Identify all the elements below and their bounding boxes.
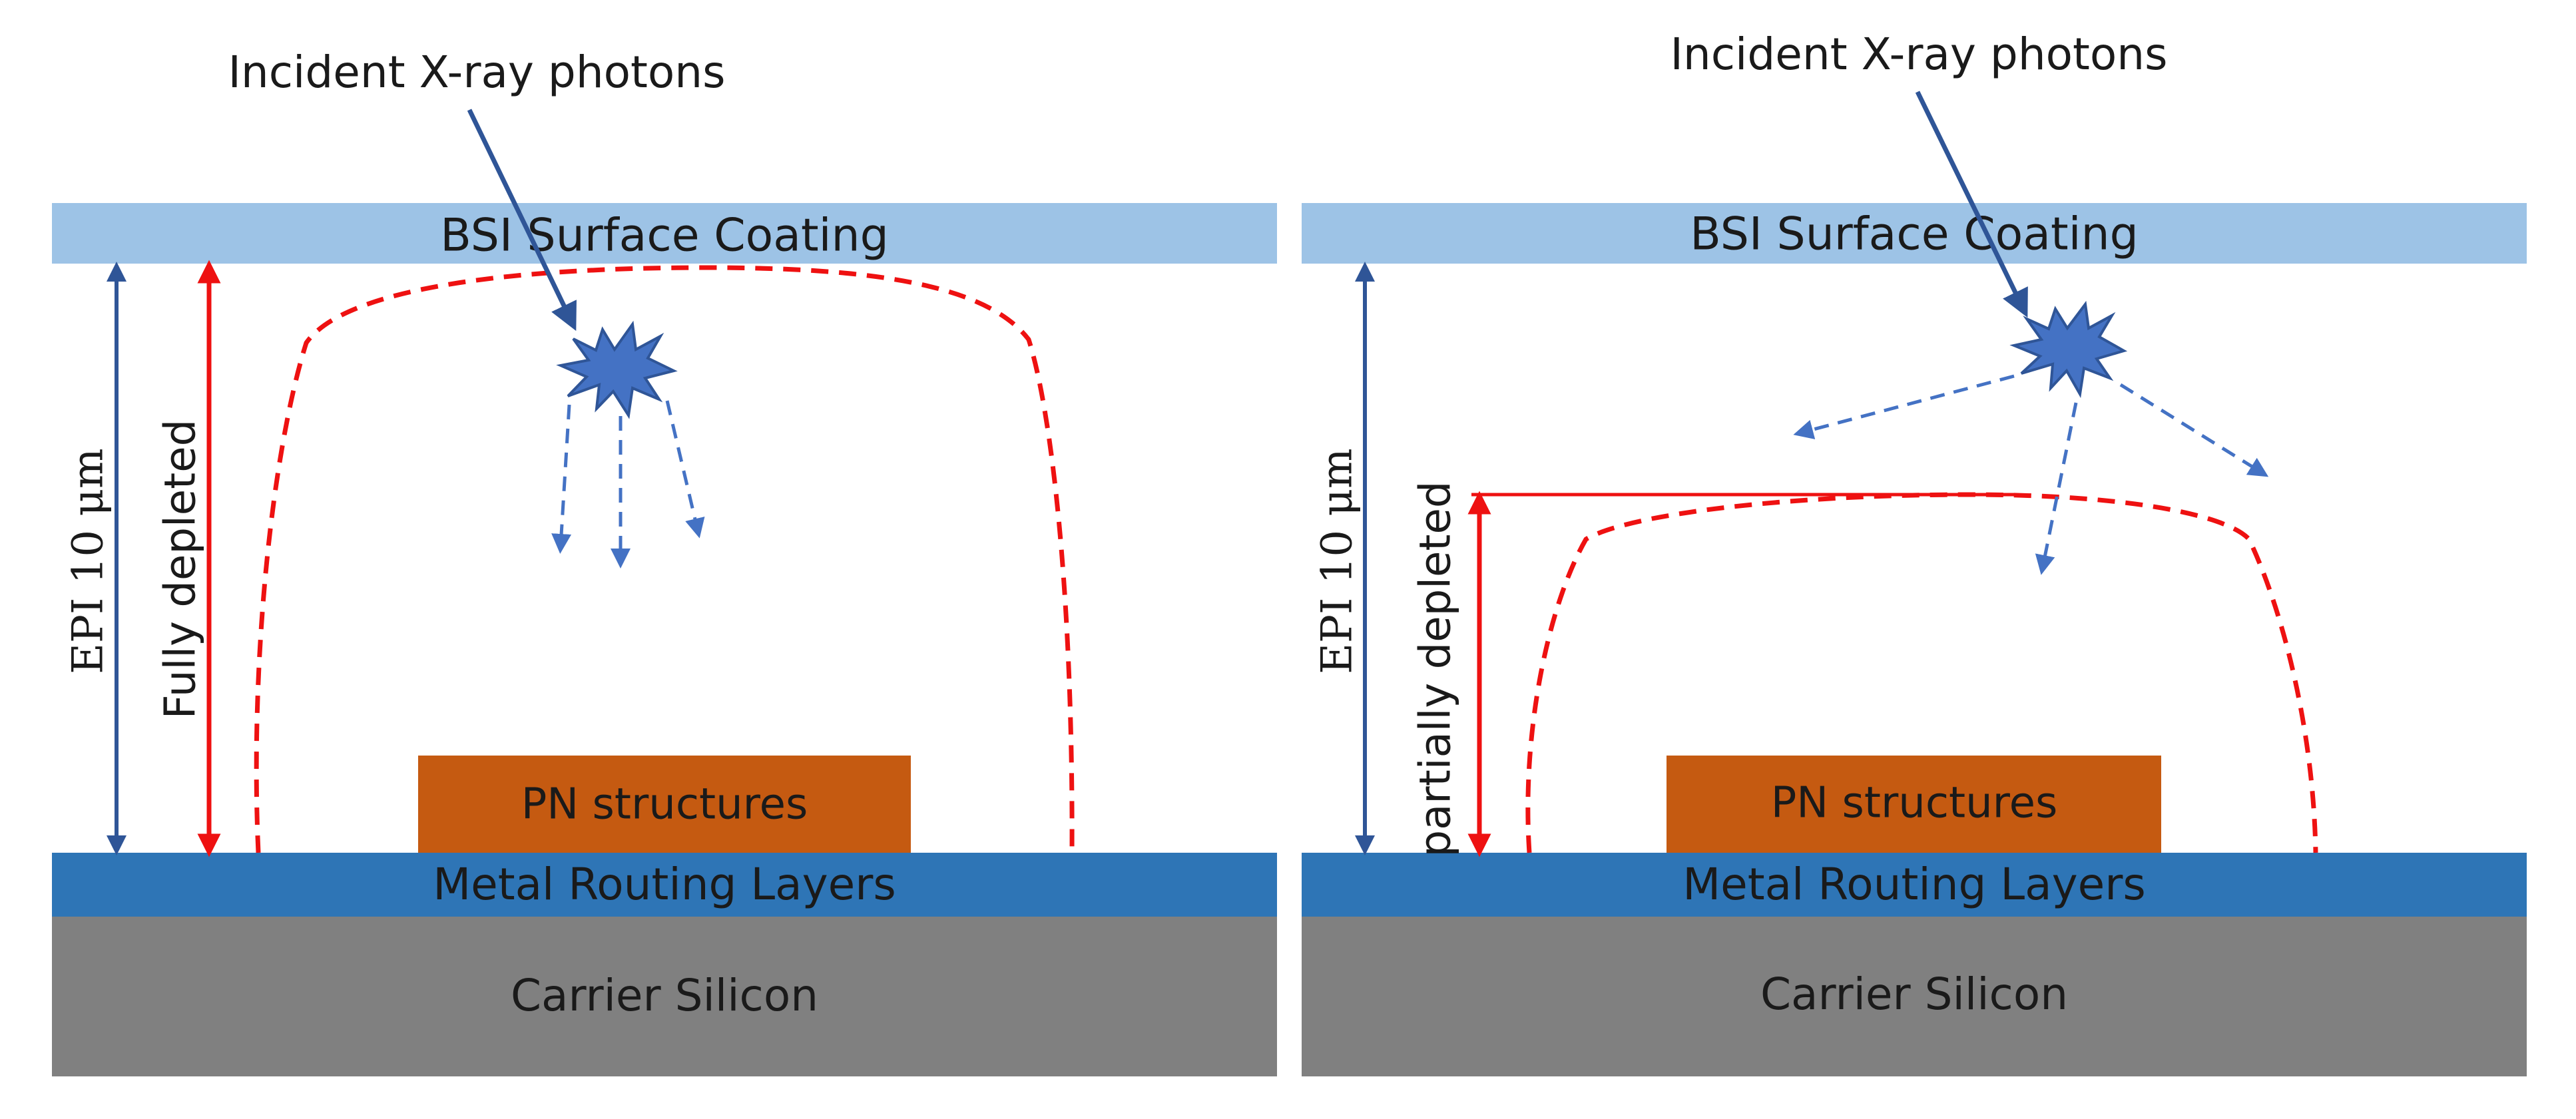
absorption-burst-icon bbox=[2009, 300, 2128, 398]
panel-right: BSI Surface Coating Metal Routing Layers… bbox=[1302, 29, 2527, 1076]
carrier-arrow bbox=[665, 400, 705, 539]
carrier-silicon-layer bbox=[1302, 917, 2527, 1076]
metal-routing-layer bbox=[52, 853, 1277, 917]
bsi-coating-layer bbox=[1302, 203, 2527, 264]
absorption-burst-icon bbox=[556, 320, 678, 419]
metal-label: Metal Routing Layers bbox=[433, 859, 896, 910]
depletion-label: Fully depleted bbox=[156, 419, 206, 720]
pn-structures-block bbox=[1667, 756, 2161, 853]
epi-label: EPI 10 μm bbox=[1313, 448, 1362, 674]
carrier-arrow bbox=[1793, 374, 2015, 439]
carrier-silicon-layer bbox=[52, 917, 1277, 1076]
silicon-label: Carrier Silicon bbox=[511, 970, 818, 1021]
depletion-label: partially depleted bbox=[1412, 481, 1461, 857]
photon-arrow bbox=[1915, 91, 2028, 318]
pn-label: PN structures bbox=[521, 780, 808, 829]
silicon-label: Carrier Silicon bbox=[1760, 969, 2068, 1020]
incident-photons-label: Incident X-ray photons bbox=[228, 47, 725, 98]
metal-label: Metal Routing Layers bbox=[1682, 859, 2146, 910]
epi-label: EPI 10 μm bbox=[64, 448, 113, 674]
coating-label: BSI Surface Coating bbox=[1690, 208, 2139, 261]
panel-left: BSI Surface Coating Metal Routing Layers… bbox=[52, 47, 1277, 1076]
bsi-coating-layer bbox=[52, 203, 1277, 264]
carrier-arrow bbox=[2119, 383, 2269, 477]
carrier-arrow bbox=[2035, 402, 2078, 575]
photon-arrow bbox=[467, 109, 577, 332]
pn-label: PN structures bbox=[1771, 779, 2058, 828]
carrier-arrow bbox=[551, 404, 572, 554]
pn-structures-block bbox=[418, 756, 911, 853]
coating-label: BSI Surface Coating bbox=[440, 210, 889, 262]
metal-routing-layer bbox=[1302, 853, 2527, 917]
depletion-boundary bbox=[1525, 492, 2318, 853]
incident-photons-label: Incident X-ray photons bbox=[1670, 29, 2167, 80]
